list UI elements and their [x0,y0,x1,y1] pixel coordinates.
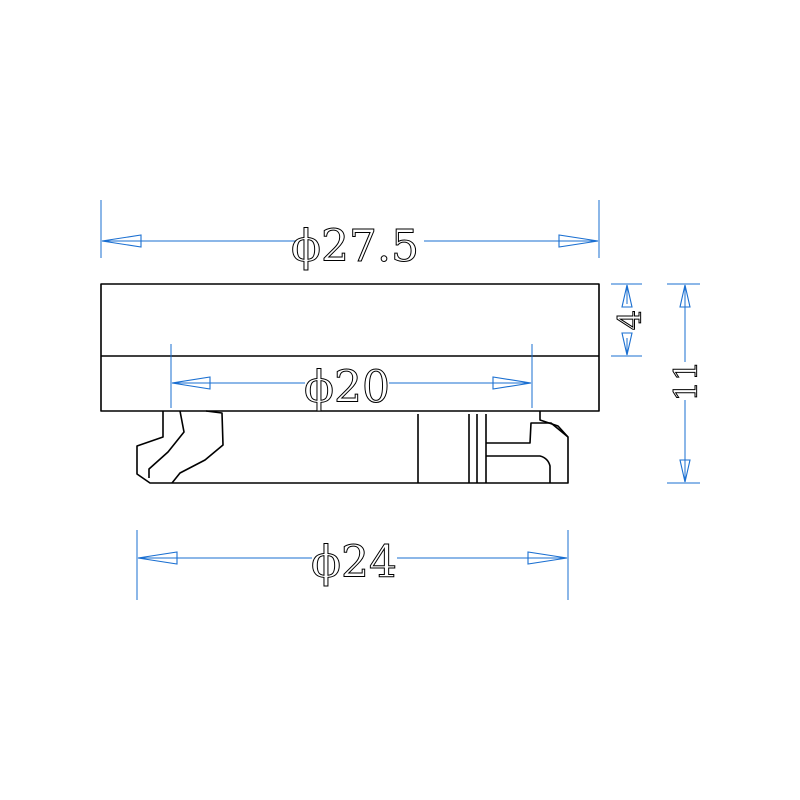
left-clip [136,411,569,484]
right-hook-lower [486,455,551,483]
dimension-top-diameter: ϕ27.5 [100,200,600,273]
cap-body [100,283,600,412]
dimension-cap-height: 4 [611,283,650,357]
inner-diameter-label: ϕ20 [304,362,390,413]
arrowhead-left [171,376,211,390]
arrowhead-left [101,234,142,248]
right-hook [486,422,569,444]
arrowhead-bottom [679,459,691,483]
bottom-diameter-label: ϕ24 [311,537,397,588]
part-outline [100,283,600,484]
total-height-label: 11 [667,361,705,402]
arrowhead-left [137,551,178,565]
arrowhead-top [621,284,633,308]
arrowhead-top [679,284,691,308]
left-clip-inner [148,410,185,478]
cap-height-label: 4 [611,310,649,330]
dimension-total-height: 11 [667,283,706,484]
top-diameter-label: ϕ27.5 [291,221,419,272]
left-clip-curve [171,410,224,484]
arrowhead-bottom [621,332,633,356]
arrowhead-right [558,234,599,248]
dimension-bottom-diameter: ϕ24 [136,530,569,600]
arrowhead-right [527,551,568,565]
arrowhead-right [492,376,532,390]
dimension-inner-diameter: ϕ20 [170,344,533,414]
